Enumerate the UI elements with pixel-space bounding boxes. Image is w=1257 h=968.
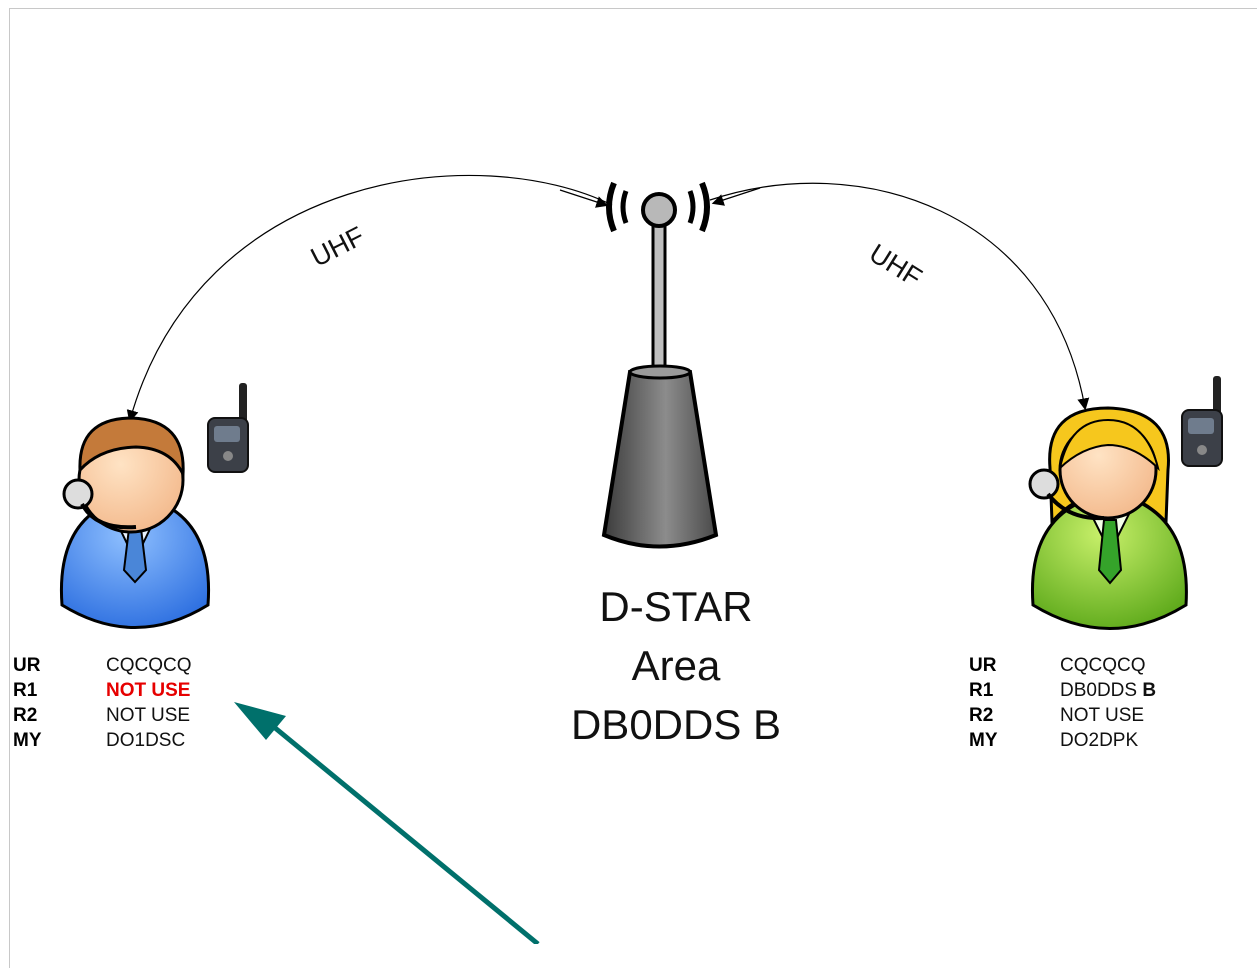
operator-female-icon <box>1028 406 1188 630</box>
left-key-r2: R2 <box>13 705 38 726</box>
diagram-canvas <box>59 174 1223 944</box>
left-value-r2: NOT USE <box>106 705 191 726</box>
right-value-r1: DB0DDS B <box>1060 680 1156 702</box>
left-value-ur: CQCQCQ <box>106 655 192 676</box>
right-key-ur: UR <box>969 655 997 676</box>
right-value-r2: NOT USE <box>1060 705 1145 726</box>
repeater-tower-icon <box>601 181 719 549</box>
uhf-link-right-return <box>711 187 761 206</box>
right-value-ur: CQCQCQ <box>1060 655 1146 676</box>
handheld-radio-right-icon <box>1181 376 1223 467</box>
repeater-title-line-1: D-STAR <box>599 583 753 630</box>
left-value-r1: NOT USE <box>106 680 191 701</box>
repeater-title-line-3: DB0DDS B <box>570 701 782 748</box>
uhf-link-left-arc <box>126 174 613 423</box>
diagram-frame <box>9 8 1257 968</box>
right-key-my: MY <box>969 730 998 751</box>
pointer-arrow-icon <box>234 702 540 944</box>
handheld-radio-left-icon <box>207 383 249 473</box>
uhf-link-right-arc <box>709 182 1090 411</box>
operator-male-icon <box>59 416 211 629</box>
right-key-r1: R1 <box>969 680 994 701</box>
left-key-ur: UR <box>13 655 41 676</box>
left-value-my: DO1DSC <box>106 730 186 751</box>
right-value-my: DO2DPK <box>1060 730 1139 751</box>
right-key-r2: R2 <box>969 705 994 726</box>
uhf-link-left-return <box>559 189 609 208</box>
left-key-r1: R1 <box>13 680 38 701</box>
right-value-r1-module: B <box>1142 680 1157 701</box>
right-value-r1-callsign: DB0DDS <box>1060 680 1138 701</box>
repeater-title-line-2: Area <box>631 642 721 689</box>
left-key-my: MY <box>13 730 42 751</box>
